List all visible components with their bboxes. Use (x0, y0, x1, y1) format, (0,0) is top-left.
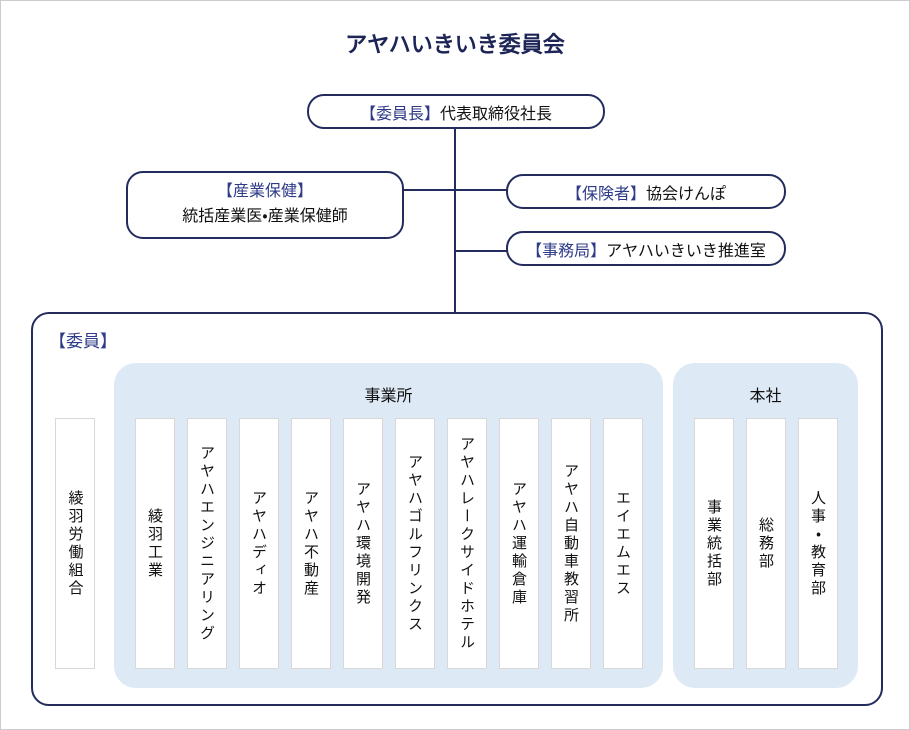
chairman-box: 【委員長】代表取締役社長 (307, 94, 605, 129)
office-member-box: アヤハエンジニアリング (186, 418, 227, 669)
headquarters-member-box: 人事・教育部 (797, 418, 838, 669)
offices-row: 綾羽工業 アヤハエンジニアリング アヤハディオ アヤハ不動産 アヤハ環境開発 ア… (114, 418, 663, 669)
office-member-label: アヤハゴルフリンクス (406, 453, 423, 634)
union-member-box: 綾羽労働組合 (55, 418, 95, 669)
office-member-box: アヤハ環境開発 (342, 418, 383, 669)
occupational-health-name-label: 統括産業医・産業保健師 (182, 208, 348, 225)
offices-panel-label: 事業所 (364, 388, 413, 405)
members-container: 【委員】 綾羽労働組合 事業所 綾羽工業 アヤハエンジニアリング アヤハディオ … (31, 312, 883, 706)
connector-line-vertical (454, 129, 456, 312)
chairman-name-label: 代表取締役社長 (440, 105, 553, 123)
office-member-box: アヤハ自動車教習所 (550, 418, 591, 669)
members-label: 【委員】 (49, 332, 117, 351)
chairman-role-label: 【委員長】 (359, 105, 440, 123)
office-member-label: 綾羽工業 (146, 507, 163, 580)
office-member-box: アヤハディオ (238, 418, 279, 669)
office-member-label: アヤハエンジニアリング (198, 444, 215, 643)
insurer-role-label: 【保険者】 (565, 185, 646, 203)
office-member-box: アヤハ不動産 (290, 418, 331, 669)
occupational-health-role-label: 【産業保健】 (216, 183, 313, 201)
office-member-box: アヤハレークサイドホテル (446, 418, 487, 669)
office-member-box: アヤハ運輸倉庫 (498, 418, 539, 669)
secretariat-box: 【事務局】アヤハいきいき推進室 (506, 231, 786, 266)
office-member-label: アヤハ不動産 (302, 489, 319, 598)
office-member-label: アヤハディオ (250, 489, 267, 598)
office-member-label: アヤハ自動車教習所 (562, 462, 579, 625)
headquarters-member-label: 事業統括部 (705, 498, 722, 589)
headquarters-member-label: 総務部 (757, 516, 774, 571)
union-member-label: 綾羽労働組合 (66, 489, 84, 598)
insurer-box: 【保険者】協会けんぽ (506, 174, 786, 209)
office-member-box: エイエムエス (602, 418, 643, 669)
occupational-health-box: 【産業保健】 統括産業医・産業保健師 (126, 171, 404, 239)
union-member-wrap: 綾羽労働組合 (55, 418, 95, 669)
insurer-name-label: 協会けんぽ (646, 185, 727, 203)
headquarters-row: 事業統括部 総務部 人事・教育部 (673, 418, 858, 669)
office-member-box: アヤハゴルフリンクス (394, 418, 435, 669)
office-member-label: アヤハ運輸倉庫 (510, 480, 527, 607)
headquarters-member-label: 人事・教育部 (809, 489, 826, 598)
office-member-label: アヤハ環境開発 (354, 480, 371, 607)
headquarters-member-box: 事業統括部 (693, 418, 734, 669)
connector-line-occupational-insurer (403, 189, 507, 191)
office-member-box: 綾羽工業 (134, 418, 175, 669)
headquarters-panel-label: 本社 (749, 388, 782, 405)
secretariat-name-label: アヤハいきいき推進室 (606, 242, 766, 260)
secretariat-role-label: 【事務局】 (526, 242, 607, 260)
connector-line-secretariat (455, 250, 507, 252)
office-member-label: アヤハレークサイドホテル (458, 435, 475, 652)
headquarters-member-box: 総務部 (745, 418, 786, 669)
page-title: アヤハいきいき委員会 (345, 32, 565, 57)
office-member-label: エイエムエス (614, 489, 631, 598)
headquarters-panel: 本社 事業統括部 総務部 人事・教育部 (673, 363, 858, 688)
offices-panel: 事業所 綾羽工業 アヤハエンジニアリング アヤハディオ アヤハ不動産 アヤハ環境… (114, 363, 663, 688)
